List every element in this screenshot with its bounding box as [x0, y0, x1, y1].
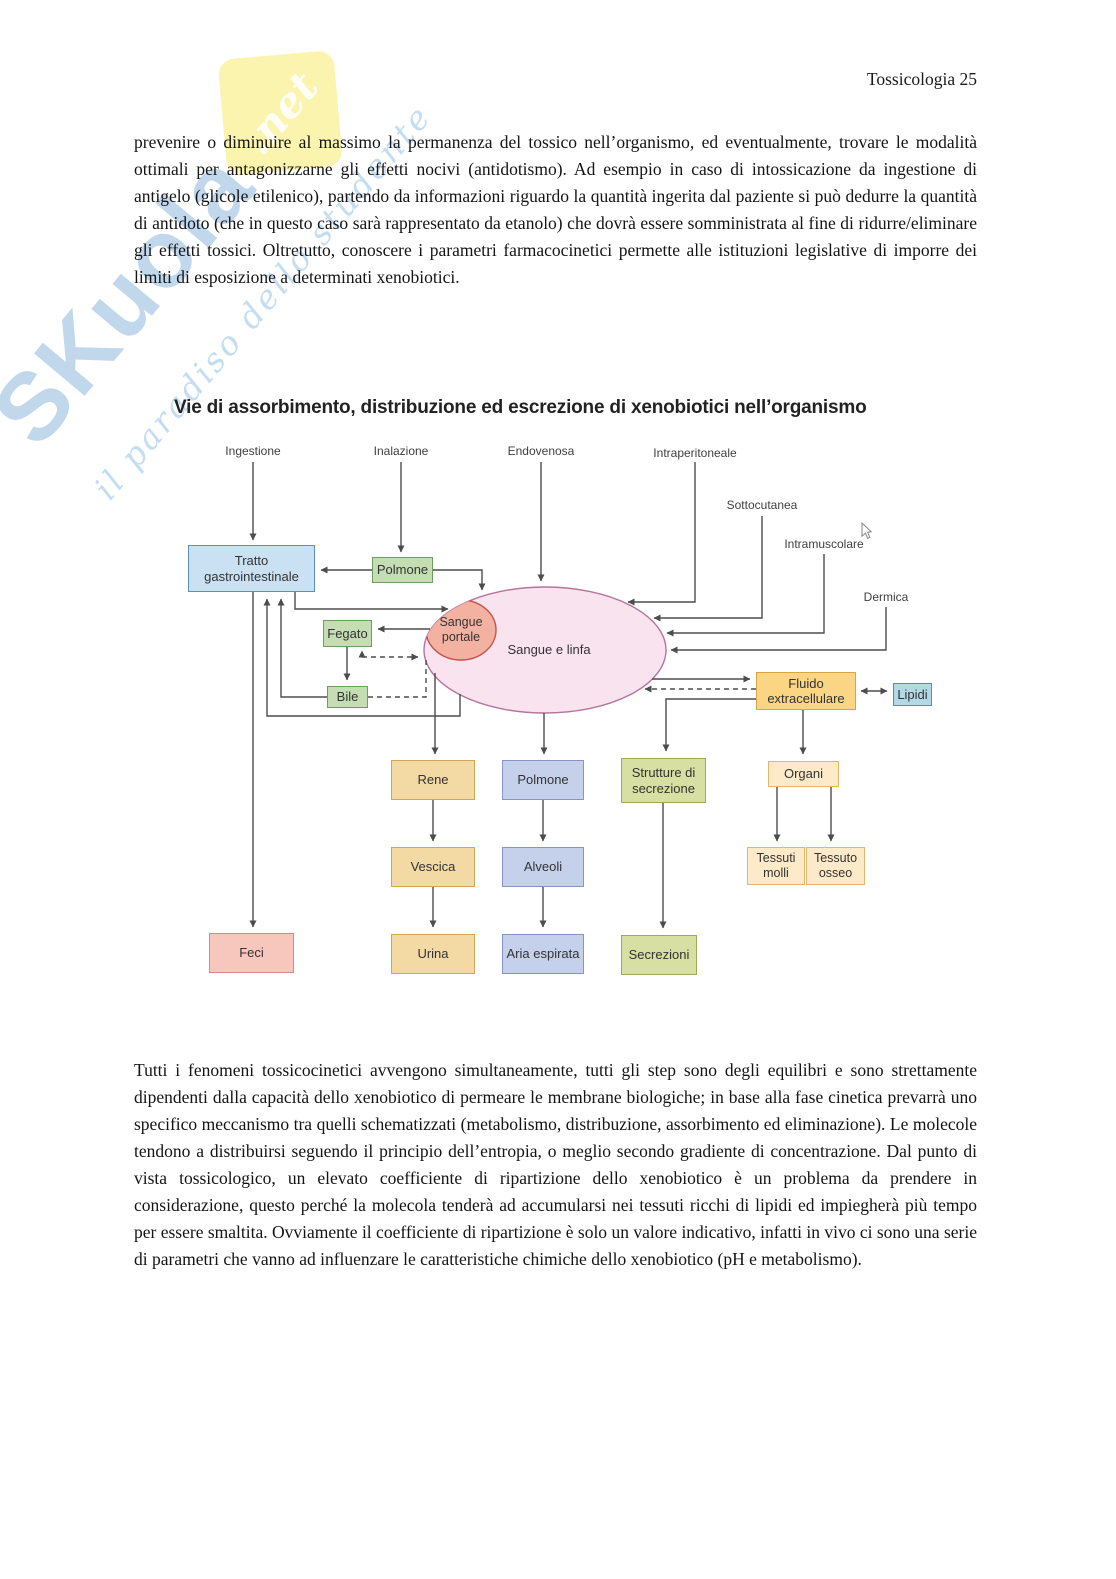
route-label-endovenosa: Endovenosa [507, 444, 575, 458]
paragraph-1: prevenire o diminuire al massimo la perm… [134, 132, 977, 287]
node-vescica: Vescica [391, 847, 475, 887]
node-tessuto-osseo: Tessuto osseo [806, 847, 865, 885]
node-alveoli: Alveoli [502, 847, 584, 887]
node-fegato: Fegato [323, 620, 372, 647]
route-label-inalazione: Inalazione [373, 444, 429, 458]
node-fluido-extracellulare: Fluido extracellulare [756, 672, 856, 710]
node-tessuti-molli: Tessuti molli [747, 847, 805, 885]
node-lipidi: Lipidi [893, 683, 932, 706]
node-polmone-top: Polmone [372, 557, 433, 583]
node-sangue-portale-label: Sangue portale [439, 615, 483, 644]
route-label-ingestione: Ingestione [225, 444, 281, 458]
page-header: Tossicologia 25 [866, 69, 977, 89]
node-feci: Feci [209, 933, 294, 973]
paragraph-2: Tutti i fenomeni tossicocinetici avvengo… [134, 1060, 977, 1269]
route-label-sottocutanea: Sottocutanea [726, 498, 798, 512]
node-organi: Organi [768, 761, 839, 787]
node-secrezioni: Secrezioni [621, 935, 697, 975]
diagram-title: Vie di assorbimento, distribuzione ed es… [174, 397, 867, 418]
node-strutture-di-secrezione: Strutture di secrezione [621, 758, 706, 803]
node-urina: Urina [391, 934, 475, 974]
node-rene: Rene [391, 760, 475, 800]
node-polmone-bottom: Polmone [502, 760, 584, 800]
route-label-dermica: Dermica [863, 590, 909, 604]
route-label-intraperitoneale: Intraperitoneale [653, 446, 737, 460]
node-tratto-gastrointestinale: Tratto gastrointestinale [188, 545, 315, 592]
node-bile: Bile [327, 686, 368, 708]
route-label-intramuscolare: Intramuscolare [784, 537, 864, 551]
node-sangue-e-linfa-label: Sangue e linfa [507, 642, 591, 657]
node-aria-espirata: Aria espirata [502, 934, 584, 974]
